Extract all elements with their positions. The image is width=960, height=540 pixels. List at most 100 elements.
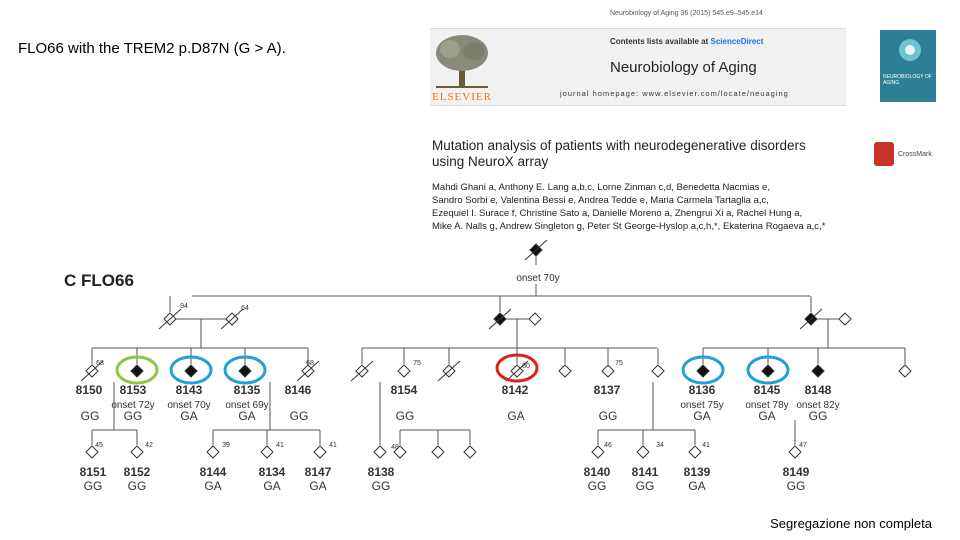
gen3-individual xyxy=(260,445,274,459)
onset-age: onset 70y xyxy=(167,400,210,411)
gen2-age: 68 xyxy=(96,360,104,367)
gen1-age: 94 xyxy=(180,303,188,310)
highlight-ring xyxy=(115,355,159,385)
gen3-individual xyxy=(206,445,220,459)
unaffected-individual xyxy=(397,364,411,378)
individual-id: 8144 xyxy=(200,465,227,479)
gen3-age: 34 xyxy=(656,442,664,449)
gen3-age: 42 xyxy=(145,442,153,449)
gen2-age: 75 xyxy=(413,360,421,367)
journal-citation: Neurobiology of Aging 36 (2015) 545.e9–5… xyxy=(610,10,763,17)
genotype: GG xyxy=(128,479,147,493)
slide-title: FLO66 with the TREM2 p.D87N (G > A). xyxy=(18,40,286,57)
genotype: GA xyxy=(688,479,705,493)
individual-id: 8138 xyxy=(368,465,395,479)
gen3-age: 41 xyxy=(702,442,710,449)
gen3-individual xyxy=(130,445,144,459)
unaffected-individual xyxy=(601,364,615,378)
genotype: GA xyxy=(238,409,255,423)
genotype: GG xyxy=(809,409,828,423)
highlight-ring xyxy=(681,355,725,385)
tree-icon xyxy=(436,35,488,88)
genotype: GG xyxy=(84,479,103,493)
genotype: GG xyxy=(396,409,415,423)
highlight-ring xyxy=(746,355,790,385)
author-line: Sandro Sorbi e, Valentina Bessi e, Andre… xyxy=(432,195,769,206)
gen3-individual xyxy=(373,445,387,459)
affected-individual xyxy=(184,364,198,378)
genotype: GG xyxy=(372,479,391,493)
individual-id: 8143 xyxy=(176,383,203,397)
onset-age: onset 69y xyxy=(225,400,268,411)
gen3-individual xyxy=(85,445,99,459)
author-line: Mahdi Ghani a, Anthony E. Lang a,b,c, Lo… xyxy=(432,182,770,193)
cover-title: NEUROBIOLOGY OF AGING xyxy=(883,74,932,86)
genotype: GG xyxy=(124,409,143,423)
family-id: FLO66 xyxy=(81,271,134,290)
individual-id: 8137 xyxy=(594,383,621,397)
individual-id: 8154 xyxy=(391,383,418,397)
individual-id: 8134 xyxy=(259,465,286,479)
slide-caption: Segregazione non completa xyxy=(770,516,932,531)
individual-id: 8139 xyxy=(684,465,711,479)
sciencedirect-link[interactable]: ScienceDirect xyxy=(710,37,764,46)
individual-id: 8141 xyxy=(632,465,659,479)
onset-age: onset 72y xyxy=(111,400,154,411)
individual-id: 8145 xyxy=(754,383,781,397)
deceased-slash xyxy=(296,360,320,382)
individual-id: 8136 xyxy=(689,383,716,397)
crossmark-label: CrossMark xyxy=(898,151,932,158)
deceased-slash xyxy=(220,308,244,330)
individual-id: 8135 xyxy=(234,383,261,397)
article-title: Mutation analysis of patients with neuro… xyxy=(432,138,852,170)
journal-banner: ELSEVIER Contents lists available at Sci… xyxy=(430,28,846,106)
individual-id: 8150 xyxy=(76,383,103,397)
crossmark-badge[interactable]: CrossMark xyxy=(874,142,944,166)
individual-id: 8148 xyxy=(805,383,832,397)
individual-id: 8149 xyxy=(783,465,810,479)
gen3-age: 48 xyxy=(391,444,399,451)
individual-id: 8153 xyxy=(120,383,147,397)
genotype: GG xyxy=(787,479,806,493)
spouse-individual xyxy=(898,364,912,378)
deceased-slash xyxy=(437,360,461,382)
gen3-age: 47 xyxy=(799,442,807,449)
gen3-age: 39 xyxy=(222,442,230,449)
gen3-individual xyxy=(788,445,802,459)
genotype: GA xyxy=(309,479,326,493)
highlight-ring xyxy=(495,353,539,383)
genotype: GG xyxy=(81,409,100,423)
panel-letter: C xyxy=(64,271,77,290)
gen3-age: 46 xyxy=(604,442,612,449)
elsevier-logo: ELSEVIER xyxy=(430,29,494,105)
genotype: GG xyxy=(290,409,309,423)
gen3-individual xyxy=(313,445,327,459)
deceased-slash xyxy=(799,308,823,330)
contents-prefix: Contents lists available at xyxy=(610,37,711,46)
gen2-age: 68 xyxy=(306,360,314,367)
figure-panel-label: C FLO66 xyxy=(64,271,134,291)
founder-onset: onset 70y xyxy=(516,273,559,284)
genotype: GA xyxy=(263,479,280,493)
deceased-slash xyxy=(524,239,548,261)
author-line: Mike A. Nalls g, Andrew Singleton g, Pet… xyxy=(432,221,826,232)
individual-id: 8147 xyxy=(305,465,332,479)
affected-individual xyxy=(761,364,775,378)
publisher-name: ELSEVIER xyxy=(432,91,492,103)
gen1-age: 64 xyxy=(241,305,249,312)
deceased-slash xyxy=(488,308,512,330)
gen3-individual xyxy=(688,445,702,459)
deceased-slash xyxy=(158,308,182,330)
crossmark-icon xyxy=(874,142,894,166)
genotype: GA xyxy=(180,409,197,423)
genotype: GG xyxy=(636,479,655,493)
individual-id: 8146 xyxy=(285,383,312,397)
genotype: GA xyxy=(507,409,524,423)
journal-homepage: journal homepage: www.elsevier.com/locat… xyxy=(560,89,789,98)
affected-individual xyxy=(811,364,825,378)
gen1-spouse xyxy=(528,312,542,326)
genotype: GG xyxy=(599,409,618,423)
genotype: GA xyxy=(758,409,775,423)
contents-line: Contents lists available at ScienceDirec… xyxy=(610,37,763,46)
